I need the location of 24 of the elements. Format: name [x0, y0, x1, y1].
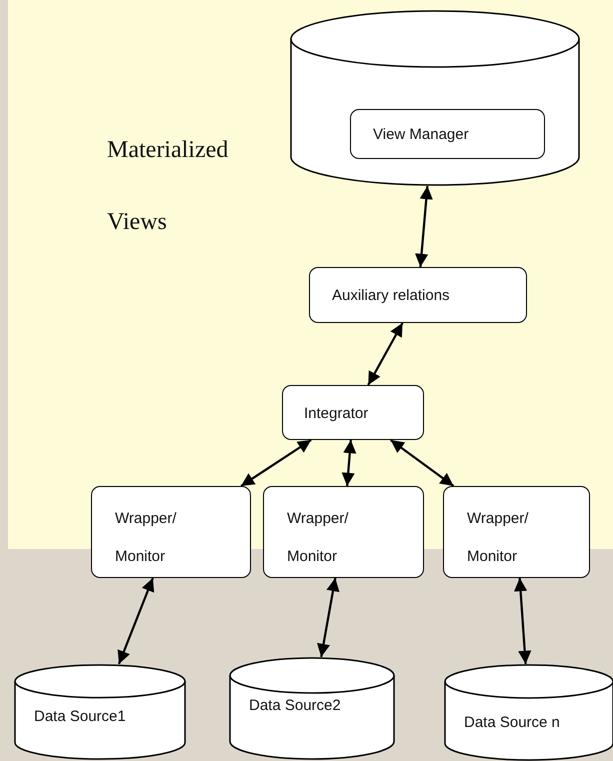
node-label: Data Source2 [249, 696, 342, 716]
double-arrow [118, 578, 154, 664]
node-label: Auxiliary relations [332, 286, 451, 306]
process-box [282, 385, 424, 440]
double-arrow [367, 322, 404, 386]
node-label: Integrator [304, 404, 370, 424]
node-label: Wrapper/ Monitor [467, 509, 530, 567]
process-box [309, 267, 527, 323]
node-label: Data Source n [464, 713, 561, 733]
double-arrow [414, 186, 433, 268]
double-arrow [240, 439, 312, 487]
double-arrow [390, 439, 454, 487]
process-box [263, 486, 424, 578]
process-box [91, 486, 251, 578]
process-box [443, 486, 590, 578]
side-caption: Materialized Views [107, 136, 230, 237]
process-box [350, 109, 545, 159]
double-arrow [317, 578, 340, 658]
double-arrow [514, 578, 532, 664]
node-label: Wrapper/ Monitor [287, 509, 350, 567]
node-label: Wrapper/ Monitor [115, 509, 178, 567]
node-label: Data Source1 [34, 707, 127, 727]
double-arrow [342, 440, 356, 486]
node-label: View Manager [373, 125, 470, 145]
